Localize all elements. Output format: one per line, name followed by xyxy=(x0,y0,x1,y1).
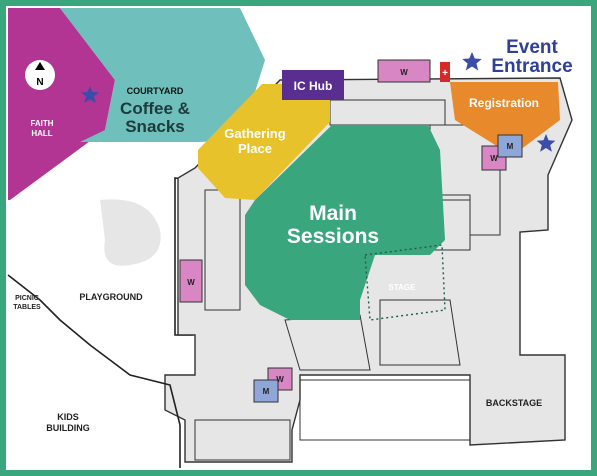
kids-label-2: BUILDING xyxy=(46,423,90,433)
kids-label-1: KIDS xyxy=(57,412,79,422)
north-marker xyxy=(25,60,55,90)
restroom-m-label-east: M xyxy=(507,142,514,151)
star-icon-event-entrance xyxy=(462,52,482,71)
main-sessions-label-2: Sessions xyxy=(287,225,379,248)
restroom-w-label-north: W xyxy=(400,68,408,77)
event-entrance-label-2: Entrance xyxy=(491,56,572,77)
registration-label: Registration xyxy=(469,96,539,110)
picnic-label-2: TABLES xyxy=(13,304,41,311)
ic-hub-area xyxy=(282,70,344,100)
north-letter: N xyxy=(36,77,43,88)
faith-hall-label-2: HALL xyxy=(31,129,52,138)
restroom-men-south xyxy=(253,379,279,403)
star-icon-east-entrance xyxy=(536,134,556,152)
restroom-w-label-east: W xyxy=(490,154,498,163)
faith-hall-area xyxy=(8,8,115,200)
picnic-label-1: PICNIC xyxy=(15,295,39,302)
courtyard-label: COURTYARD xyxy=(127,86,184,96)
north-arrow-icon xyxy=(35,62,45,70)
backstage-label: BACKSTAGE xyxy=(486,398,542,408)
restroom-women-north xyxy=(377,59,431,83)
first-aid-icon: + xyxy=(442,68,448,79)
gathering-label-2: Place xyxy=(238,141,272,156)
main-sessions-area xyxy=(245,125,445,320)
room-south-2 xyxy=(379,299,461,366)
registration-area xyxy=(450,82,560,150)
restroom-w-label-west: W xyxy=(187,278,195,287)
gathering-place-area xyxy=(198,84,330,200)
coffee-label-1: Coffee & xyxy=(120,99,190,118)
faith-hall-label-1: FAITH xyxy=(30,119,53,128)
stage-outline xyxy=(364,244,446,321)
room-southwest xyxy=(194,419,291,461)
coffee-label-2: Snacks xyxy=(125,117,185,136)
room-south-3 xyxy=(299,379,471,441)
restroom-w-label-south: W xyxy=(276,375,284,384)
star-icon-faith-hall xyxy=(81,86,99,103)
ic-hub-label: IC Hub xyxy=(294,79,333,93)
first-aid-box xyxy=(440,62,450,82)
stage-label: STAGE xyxy=(389,283,417,292)
courtyard-area xyxy=(60,8,265,142)
event-entrance-label-1: Event xyxy=(506,37,558,58)
restroom-m-label-south: M xyxy=(263,387,270,396)
gathering-label-1: Gathering xyxy=(224,126,285,141)
outdoor-path-line xyxy=(7,274,181,468)
main-sessions-label-1: Main xyxy=(309,202,357,225)
playground-path xyxy=(100,199,161,266)
restroom-women-west xyxy=(179,259,203,303)
playground-label: PLAYGROUND xyxy=(79,292,143,302)
restroom-men-east xyxy=(497,134,523,158)
